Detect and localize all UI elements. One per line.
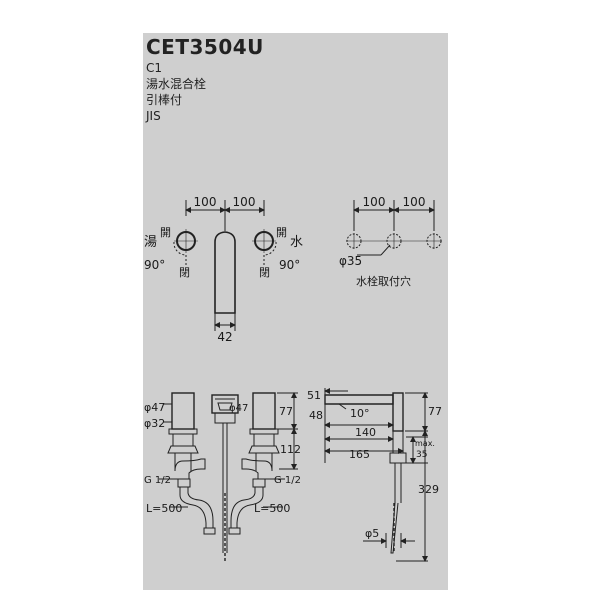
angle-left: 90° (144, 258, 165, 272)
side-dim-48: 48 (309, 409, 323, 422)
open-right: 開 (276, 226, 287, 239)
side-dim-329: 329 (418, 483, 439, 496)
mounting-holes (346, 200, 442, 256)
color-code: C1 (146, 61, 163, 75)
standard: JIS (146, 109, 161, 123)
top-spacing-left: 100 (194, 195, 217, 209)
front-height-77: 77 (279, 405, 293, 418)
front-view (159, 392, 298, 563)
side-dim-165: 165 (349, 448, 370, 461)
front-thread-left: G 1/2 (144, 475, 171, 486)
side-view (324, 388, 428, 562)
hot-label: 湯 (144, 235, 157, 250)
side-spout (324, 394, 394, 405)
side-max-value: 35 (416, 450, 427, 460)
front-dia-47-right: φ47 (229, 403, 248, 414)
angle-right: 90° (279, 258, 300, 272)
side-dim-51: 51 (307, 389, 321, 402)
spout (214, 231, 236, 314)
close-right: 閉 (259, 266, 270, 279)
cold-label: 水 (290, 235, 303, 250)
side-rod-dia: φ5 (365, 527, 379, 540)
front-dia-32-left: φ32 (144, 417, 165, 430)
drawing-sheet: CET3504U C1 湯水混合栓 引棒付 JIS (143, 33, 448, 590)
front-dia-47-left: φ47 (144, 401, 165, 414)
hole-spacing-left: 100 (363, 195, 386, 209)
front-depth-112: 112 (280, 443, 301, 456)
hole-spacing-right: 100 (403, 195, 426, 209)
product-type: 湯水混合栓 (146, 77, 207, 91)
close-left: 閉 (179, 266, 190, 279)
side-height-77: 77 (428, 405, 442, 418)
top-view (173, 200, 277, 331)
open-left: 開 (160, 226, 171, 239)
front-hose-left: L=500 (146, 502, 182, 515)
top-spacing-right: 100 (233, 195, 256, 209)
front-thread-right: G 1/2 (274, 475, 301, 486)
feature: 引棒付 (146, 93, 183, 107)
side-angle: 10° (350, 407, 370, 420)
model-number: CET3504U (146, 35, 264, 59)
side-max-label: max. (415, 439, 435, 448)
left-handle-body (171, 392, 195, 430)
side-dim-140: 140 (355, 426, 376, 439)
technical-drawing: 100 100 湯 水 開 開 閉 閉 90° 90° 42 100 100 φ… (144, 195, 442, 563)
spout-width: 42 (217, 330, 232, 344)
mounting-hole-caption: 水栓取付穴 (356, 274, 411, 288)
front-hose-right: L=500 (254, 502, 290, 515)
hole-diameter: φ35 (339, 254, 362, 268)
right-handle-body (252, 392, 276, 430)
